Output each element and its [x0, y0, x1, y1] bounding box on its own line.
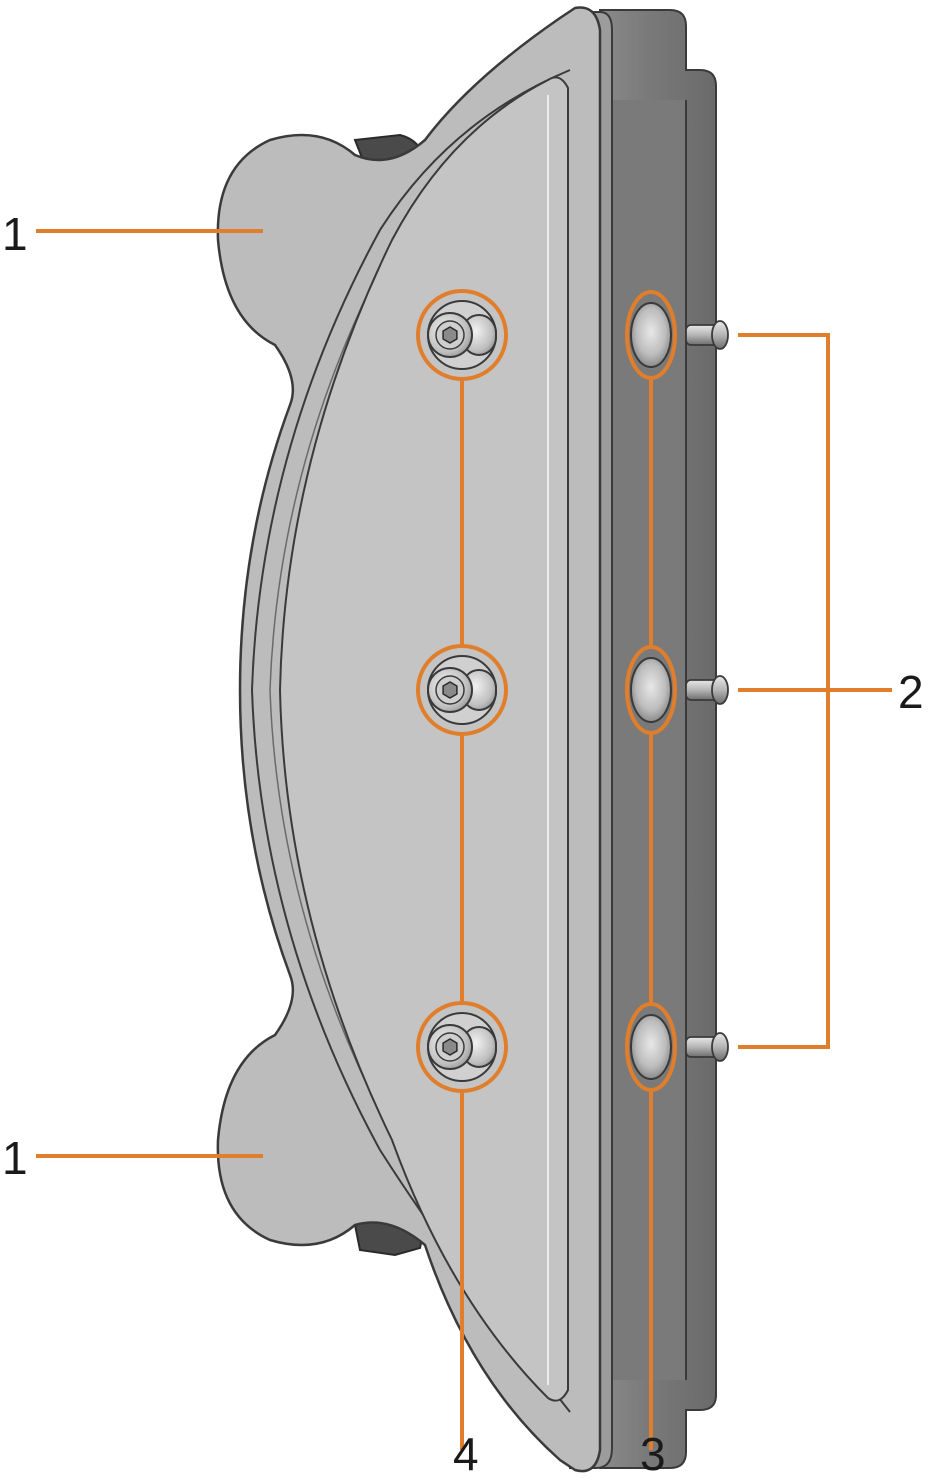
inner-face: [278, 76, 569, 1402]
hole-bottom: [630, 1014, 672, 1080]
callout-3: 3: [640, 1428, 666, 1480]
hole-middle: [630, 657, 672, 723]
hole-top: [630, 302, 672, 368]
screw-top: [427, 300, 497, 370]
back-frame: [599, 9, 717, 1469]
callout-1-bottom: 1: [2, 1132, 28, 1184]
arc-band: [250, 69, 571, 1413]
pin-middle: [685, 675, 729, 705]
callout-1-top: 1: [2, 208, 28, 260]
screw-middle: [427, 655, 497, 725]
pin-top: [685, 320, 729, 350]
callout-2: 2: [898, 666, 924, 718]
callout-4: 4: [453, 1428, 479, 1480]
pin-bottom: [685, 1032, 729, 1062]
screw-bottom: [427, 1012, 497, 1082]
callout-leaders: [36, 229, 892, 1450]
